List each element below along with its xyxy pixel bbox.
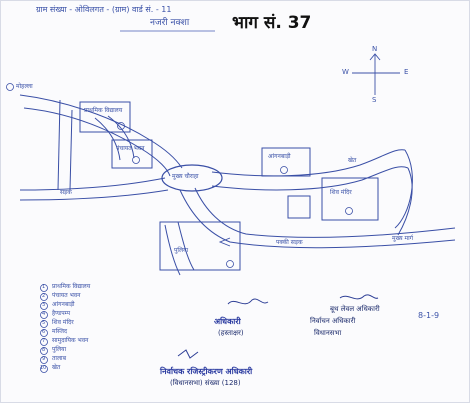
signature-1-title: अधिकारी	[214, 317, 241, 326]
footer-sub: (विधानसभा) संख्या (128)	[170, 379, 241, 387]
signature-2-title: निर्वाचन अधिकारी	[310, 317, 356, 325]
legend-num: 1	[42, 284, 46, 290]
legend-item: तालाब	[52, 355, 67, 362]
signature-3-date: 8-1-9	[418, 311, 440, 320]
signature-2-sub: विधानसभा	[314, 329, 342, 337]
central-roundabout	[161, 164, 223, 192]
legend-num: 5	[42, 320, 46, 326]
label-top-left-road: मोहल्ला	[16, 83, 33, 90]
building-school	[79, 101, 131, 133]
label-right-field: खेत	[348, 157, 357, 164]
legend-markers	[40, 284, 48, 373]
legend-item: शिव मंदिर	[52, 319, 74, 326]
header-line: ग्राम संख्या - ओविलगत - (ग्राम) वार्ड सं…	[36, 5, 172, 14]
legend-item: हैण्डपम्प	[52, 310, 70, 317]
compass-w: W	[342, 68, 349, 76]
label-left-road: सड़क	[60, 189, 72, 196]
label-lower-building: पुलिया	[174, 247, 189, 254]
legend-item: आंगनबाड़ी	[52, 301, 75, 308]
road-arrow	[218, 237, 231, 247]
roads	[19, 94, 456, 276]
label-anganwadi: आंगनबाड़ी	[268, 153, 291, 160]
legend-num: 9	[42, 356, 46, 362]
building-lower	[159, 221, 241, 271]
legend-num: 7	[42, 338, 46, 344]
footer-title: निर्वाचक रजिस्ट्रीकरण अधिकारी	[160, 367, 253, 376]
signature-3-title: बूथ लेवल अधिकारी	[330, 305, 380, 313]
legend-num: 10	[40, 365, 47, 371]
legend-num: 4	[42, 311, 46, 317]
label-bottom-road: मुख्य मार्ग	[392, 235, 414, 242]
signature-1-sub: (हस्ताक्षर)	[218, 329, 244, 337]
compass-e: E	[404, 68, 409, 76]
map-subtitle: नजरी नक्शा	[150, 18, 190, 28]
label-lower-road: पक्की सड़क	[276, 239, 303, 246]
legend-item: खेत	[52, 364, 61, 371]
legend-num: 2	[42, 293, 46, 299]
label-temple: शिव मंदिर	[330, 189, 352, 196]
legend-num: 6	[42, 329, 46, 335]
legend-num: 8	[42, 347, 46, 353]
part-number-title: भाग सं. 37	[232, 13, 312, 33]
buildings	[79, 101, 379, 271]
legend-num: 3	[42, 302, 46, 308]
compass-s: S	[372, 96, 377, 104]
label-building-panchayat: पंचायत भवन	[116, 145, 145, 152]
legend-item: पंचायत भवन	[52, 292, 81, 299]
building-small	[287, 195, 311, 219]
compass-rose	[352, 53, 400, 95]
legend-item: प्राथमिक विद्यालय	[52, 283, 91, 290]
legend-item: पुलिया	[52, 346, 67, 353]
signature-scribbles	[177, 294, 379, 359]
label-building-school: प्राथमिक विद्यालय	[84, 107, 123, 114]
label-center-circle: मुख्य चौराहा	[172, 173, 199, 180]
legend-item: मस्जिद	[52, 328, 68, 335]
map-markers	[6, 83, 353, 268]
building-panchayat	[111, 139, 153, 169]
building-temple	[321, 177, 379, 221]
legend-item: सामुदायिक भवन	[52, 337, 89, 344]
compass-n: N	[372, 45, 378, 53]
building-anganwadi	[261, 147, 311, 177]
